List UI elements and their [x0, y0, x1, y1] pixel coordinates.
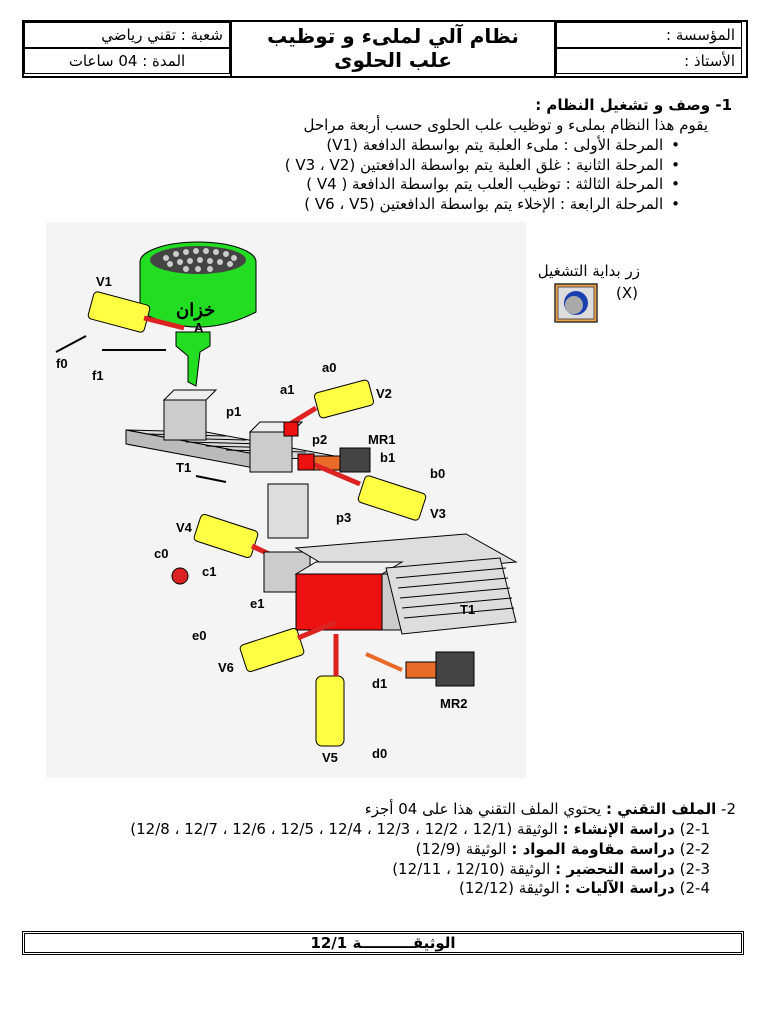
item-1-documents: الوثيقة (12/1 ، 12/2 ، 12/3 ، 12/4 ، 12/… [130, 820, 558, 838]
label-c1: c1 [202, 564, 216, 579]
label-f0: f0 [56, 356, 68, 371]
tank-letter: A [194, 320, 204, 335]
section2-item-3: 2-3) دراسة التحضير : الوثيقة (12/10 ، 12… [392, 860, 710, 878]
label-f1: f1 [92, 368, 104, 383]
stage-4: المرحلة الرابعة : الإخلاء يتم بواسطة الد… [304, 195, 680, 213]
label-e0: e0 [192, 628, 206, 643]
section2-item-1: 2-1) دراسة الإنشاء : الوثيقة (12/1 ، 12/… [130, 820, 710, 838]
document-footer: الوثيقــــــــــة 12/1 [22, 931, 744, 955]
section2-heading-rest: يحتوي الملف التقني هذا على 04 أجزء [364, 800, 602, 818]
label-p3: p3 [336, 510, 351, 525]
cylinder-v1: V1 f0 f1 [55, 274, 185, 383]
conveyor-lower: T1 [385, 557, 517, 635]
label-v2: V2 [376, 386, 392, 401]
label-v1: V1 [96, 274, 112, 289]
institution-text: المؤسسة : [666, 26, 735, 44]
label-b1: b1 [380, 450, 395, 465]
cylinder-v3: V3 b0 p3 [297, 453, 446, 525]
item-1-number: 2-1) [679, 820, 710, 838]
system-diagram: خزان A V1 f0 f1 T1 p1 p2 V2 a0 a1 [46, 222, 526, 778]
tank-a: خزان A [139, 241, 257, 387]
motor-mr2: MR2 [365, 651, 475, 711]
label-v4: V4 [176, 520, 193, 535]
section1-intro: يقوم هذا النظام بملىء و توظيب علب الحلوى… [303, 116, 708, 134]
teacher-text: الأستاذ : [684, 52, 735, 70]
start-button-symbol: (X) [616, 284, 638, 302]
header-table: شعبة : تقني رياضي المدة : 04 ساعات نظام … [22, 20, 748, 78]
item-3-documents: الوثيقة (12/10 ، 12/11) [392, 860, 551, 878]
institution-cell: المؤسسة : [556, 22, 742, 48]
label-mr1: MR1 [368, 432, 395, 447]
label-v5: V5 [322, 750, 338, 765]
item-1-title: دراسة الإنشاء : [562, 820, 675, 838]
label-t1-lower: T1 [460, 602, 475, 617]
start-button-label: زر بداية التشغيل [537, 262, 640, 280]
packing-unit [263, 533, 518, 631]
item-4-number: 2-4) [679, 879, 710, 897]
item-2-number: 2-2) [679, 840, 710, 858]
emergency-stop-icon [171, 567, 189, 585]
branch-text: شعبة : تقني رياضي [101, 26, 223, 44]
label-c0: c0 [154, 546, 168, 561]
label-p1: p1 [226, 404, 241, 419]
stage-2: المرحلة الثانية : غلق العلبة يتم بواسطة … [285, 156, 680, 174]
document-title: نظام آلي لملىء و توظيب علب الحلوى [230, 22, 556, 76]
stage-1: المرحلة الأولى : ملىء العلبة يتم بواسطة … [326, 136, 680, 154]
label-e1: e1 [250, 596, 264, 611]
label-v6: V6 [218, 660, 234, 675]
cylinder-v5: V5 d1 d0 [315, 634, 387, 765]
section2-item-2: 2-2) دراسة مقاومة المواد : الوثيقة (12/9… [416, 840, 710, 858]
item-3-title: دراسة التحضير : [555, 860, 675, 878]
label-a0: a0 [322, 360, 336, 375]
cylinder-v6: V6 e0 e1 [192, 596, 337, 675]
vertical-chute [267, 483, 309, 539]
label-p2: p2 [312, 432, 327, 447]
candy-box-1 [162, 389, 218, 441]
footer-label: الوثيقــــــــــة 12/1 [310, 934, 456, 952]
branch-cell: شعبة : تقني رياضي [24, 22, 230, 48]
label-d0: d0 [372, 746, 387, 761]
duration-text: المدة : 04 ساعات [68, 52, 186, 70]
item-2-documents: الوثيقة (12/9) [415, 840, 507, 858]
title-line-2: علب الحلوى [334, 48, 452, 72]
duration-cell: المدة : 04 ساعات [24, 48, 230, 74]
section2-heading: 2- الملف التقني : يحتوي الملف التقني هذا… [365, 800, 736, 818]
section2-item-4: 2-4) دراسة الآليات : الوثيقة (12/12) [459, 879, 710, 897]
label-mr2: MR2 [440, 696, 467, 711]
item-2-title: دراسة مقاومة المواد : [511, 840, 675, 858]
item-3-number: 2-3) [679, 860, 710, 878]
item-4-documents: الوثيقة (12/12) [458, 879, 560, 897]
start-button-icon [554, 283, 598, 323]
label-t1-upper: T1 [176, 460, 191, 475]
teacher-cell: الأستاذ : [556, 48, 742, 74]
stage-3: المرحلة الثالثة : توظيب العلب يتم بواسطة… [306, 175, 680, 193]
item-4-title: دراسة الآليات : [564, 879, 675, 897]
section1-heading: 1- وصف و تشغيل النظام : [535, 96, 732, 114]
cylinder-v2: V2 a0 a1 [280, 360, 392, 437]
label-v3: V3 [430, 506, 446, 521]
section2-number: 2- [721, 800, 736, 818]
tank-label: خزان [176, 300, 215, 321]
section2-heading-bold: الملف التقني : [605, 800, 717, 818]
title-line-1: نظام آلي لملىء و توظيب [267, 24, 519, 48]
label-d1: d1 [372, 676, 387, 691]
label-a1: a1 [280, 382, 294, 397]
label-b0: b0 [430, 466, 445, 481]
